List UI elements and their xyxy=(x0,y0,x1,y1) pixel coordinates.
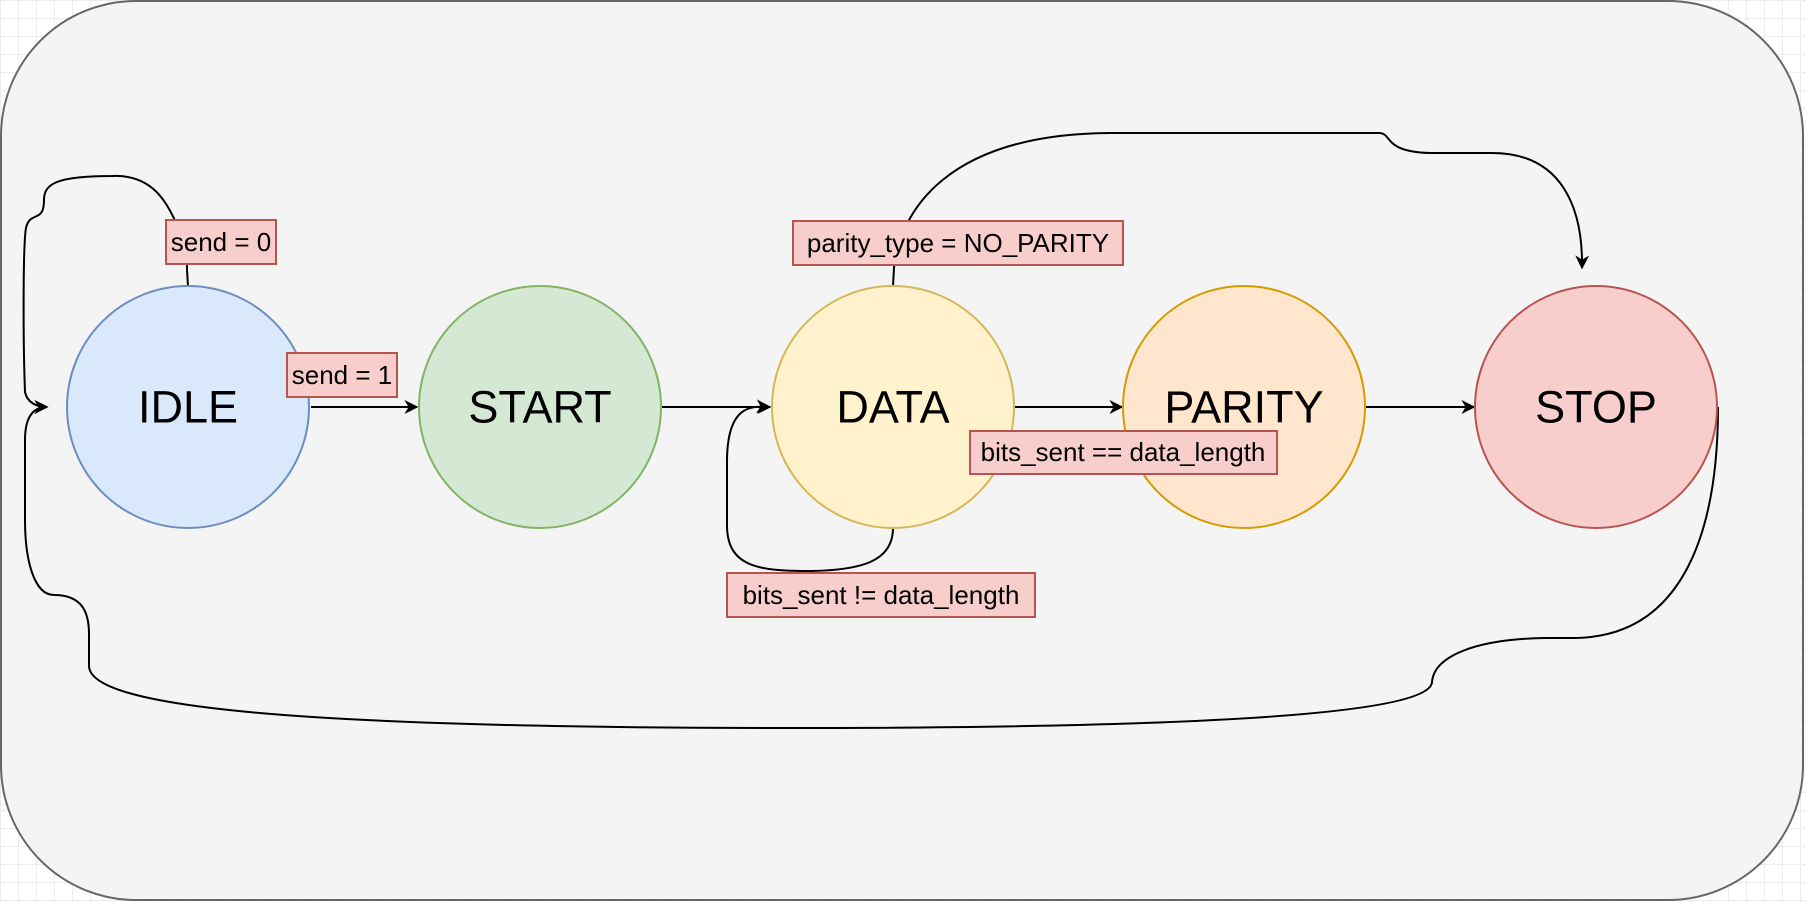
edge-idle-self-loop xyxy=(22,174,189,414)
state-data-circle xyxy=(771,285,1015,529)
state-stop-circle xyxy=(1474,285,1718,529)
state-idle-circle xyxy=(66,285,310,529)
state-parity-label: PARITY xyxy=(1164,382,1323,433)
condition-data-to-stop: parity_type = NO_PARITY xyxy=(792,220,1124,266)
edge-data-to-stop xyxy=(892,132,1590,287)
state-idle[interactable]: IDLE xyxy=(66,285,310,529)
state-start-circle xyxy=(418,285,662,529)
state-data-label: DATA xyxy=(836,382,949,433)
state-idle-label: IDLE xyxy=(138,382,238,433)
condition-data-to-stop-box xyxy=(792,220,1124,266)
state-data[interactable]: DATA xyxy=(771,285,1015,529)
condition-data-self: bits_sent != data_length xyxy=(726,572,1036,618)
state-start-label: START xyxy=(468,382,611,433)
condition-data-self-text: bits_sent != data_length xyxy=(743,580,1020,610)
condition-idle-to-start-text: send = 1 xyxy=(292,360,392,390)
condition-idle-self-text: send = 0 xyxy=(171,227,271,257)
condition-data-to-parity: bits_sent == data_length xyxy=(969,430,1278,475)
condition-idle-to-start: send = 1 xyxy=(286,352,398,398)
state-parity[interactable]: PARITY xyxy=(1122,285,1366,529)
condition-data-to-stop-text: parity_type = NO_PARITY xyxy=(807,228,1109,258)
state-stop-label: STOP xyxy=(1535,382,1657,433)
condition-idle-self-box xyxy=(165,219,277,265)
state-start[interactable]: START xyxy=(418,285,662,529)
condition-data-to-parity-box xyxy=(969,430,1278,475)
condition-data-self-box xyxy=(726,572,1036,618)
edge-data-self-loop xyxy=(726,399,894,573)
condition-data-to-parity-text: bits_sent == data_length xyxy=(981,437,1266,467)
condition-idle-to-start-box xyxy=(286,352,398,398)
condition-idle-self: send = 0 xyxy=(165,219,277,265)
state-stop[interactable]: STOP xyxy=(1474,285,1718,529)
edge-stop-to-idle xyxy=(24,400,1719,730)
